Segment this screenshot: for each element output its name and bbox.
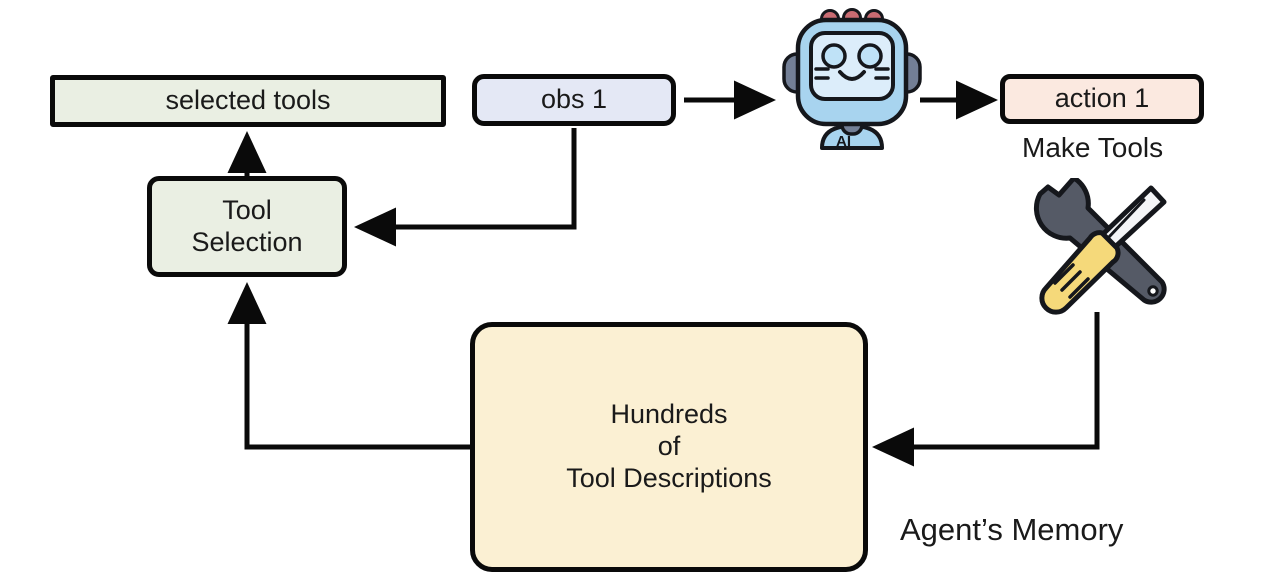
node-selected-tools-label: selected tools — [165, 85, 331, 116]
edge-memory-to-tool-selection — [227, 281, 470, 450]
make-tools-label: Make Tools — [1022, 132, 1164, 163]
svg-text:AI: AI — [836, 133, 851, 150]
node-obs-1-label: obs 1 — [540, 84, 608, 115]
node-selected-tools[interactable]: selected tools — [50, 75, 446, 127]
agents-memory-label: Agent’s Memory — [900, 512, 1124, 547]
node-tool-selection[interactable]: Tool Selection — [147, 176, 347, 277]
wrench-screwdriver-icon — [1018, 175, 1178, 323]
robot-icon: AI — [782, 6, 922, 166]
edge-obs1-to-tool-selection — [353, 128, 577, 247]
node-tool-descriptions-label: Hundreds of Tool Descriptions — [566, 399, 772, 493]
node-action-1[interactable]: action 1 — [1000, 74, 1204, 124]
node-action-1-label: action 1 — [1054, 83, 1150, 114]
node-tool-selection-label: Tool Selection — [191, 194, 303, 257]
edge-tools-to-memory — [871, 312, 1100, 467]
node-tool-descriptions-memory[interactable]: Hundreds of Tool Descriptions — [470, 322, 868, 572]
node-obs-1[interactable]: obs 1 — [472, 74, 676, 126]
